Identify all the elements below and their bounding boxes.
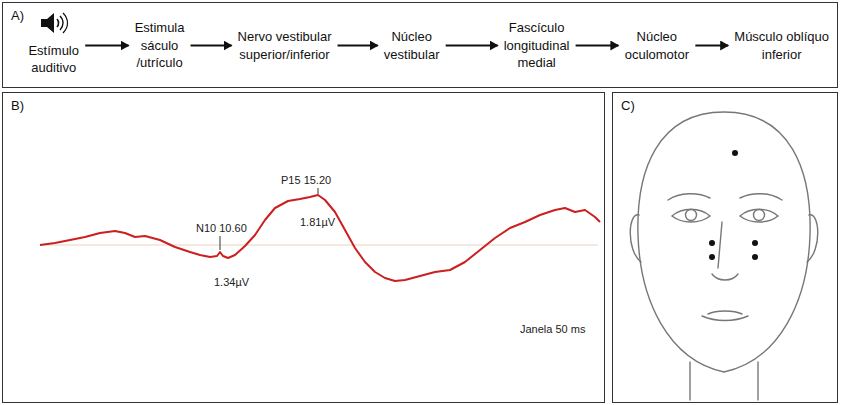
flow-arrow xyxy=(695,45,728,47)
step-text: Núcleo vestibular xyxy=(384,29,440,62)
panel-c: C) xyxy=(612,92,838,403)
peak-marker xyxy=(318,188,319,194)
flow-arrow xyxy=(85,45,128,47)
peak-marker xyxy=(220,236,221,250)
window-note: Janela 50 ms xyxy=(520,323,585,335)
step-text: Núcleo oculomotor xyxy=(625,29,689,62)
peak-label: N10 10.60 xyxy=(196,222,247,234)
pathway-step: Estímulo auditivo xyxy=(26,10,81,77)
panel-letter: B) xyxy=(11,98,24,113)
electrode-dots xyxy=(709,150,758,260)
step-text: Nervo vestibular superior/inferior xyxy=(238,29,332,62)
flow-arrow xyxy=(576,45,619,47)
vemp-waveform xyxy=(40,195,600,281)
pathway-step: Músculo oblíquo inferior xyxy=(732,28,831,63)
pathway-step: Nervo vestibular superior/inferior xyxy=(236,28,334,63)
peak-label: P15 15.20 xyxy=(281,174,331,186)
pathway-step: Estimula sáculo /utrículo xyxy=(133,19,187,72)
pathway-step: Núcleo vestibular xyxy=(382,28,442,63)
peak-label: 1.34µV xyxy=(214,276,249,288)
step-text: Estímulo auditivo xyxy=(28,43,79,76)
panel-b: B) xyxy=(2,92,605,403)
step-text: Estimula sáculo /utrículo xyxy=(135,20,185,70)
face-drawing xyxy=(630,112,818,400)
pathway-step: Fascículo longitudinal medial xyxy=(502,19,572,72)
flow-arrow xyxy=(191,45,232,47)
panel-a: A) Estímulo auditivo Estimula sáculo /utrí… xyxy=(2,2,838,88)
pathway-step: Núcleo oculomotor xyxy=(622,28,691,63)
flow-arrow xyxy=(446,45,498,47)
peak-label: 1.81µV xyxy=(300,216,335,228)
speaker-icon xyxy=(39,10,69,36)
panel-letter: A) xyxy=(11,8,24,23)
step-text: Músculo oblíquo inferior xyxy=(734,29,829,62)
panel-letter: C) xyxy=(621,98,635,113)
baseline xyxy=(40,245,598,246)
flow-arrow xyxy=(338,45,378,47)
step-text: Fascículo longitudinal medial xyxy=(504,20,570,70)
